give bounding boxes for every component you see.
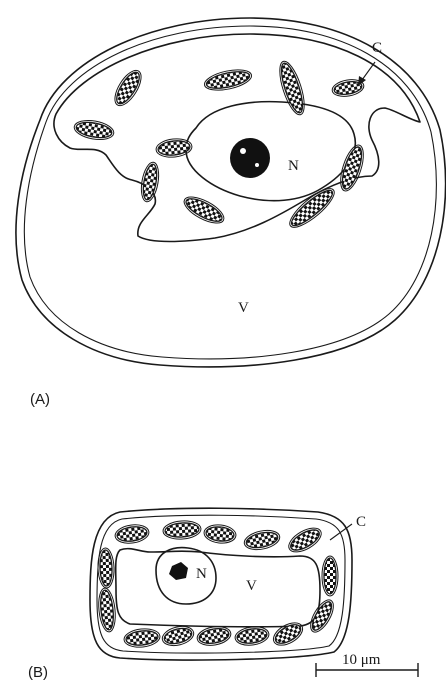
label-vacuole-b: V <box>246 578 257 594</box>
chloroplast <box>270 618 307 650</box>
chloroplast <box>97 587 118 632</box>
chloroplast <box>110 66 146 109</box>
nucleolus <box>169 562 188 580</box>
chloroplast <box>285 523 325 557</box>
label-vacuole-a: V <box>238 300 249 316</box>
label-nucleus-b: N <box>196 566 207 582</box>
chloroplast <box>160 623 195 648</box>
chloroplast <box>180 192 227 229</box>
nucleolus <box>230 138 270 178</box>
chloroplast <box>162 520 201 541</box>
vacuole-membrane <box>116 549 320 627</box>
label-nucleus-a: N <box>288 158 299 174</box>
panel-b: C N V (B) <box>28 508 366 681</box>
label-chloroplast-b: C <box>356 514 366 530</box>
chloroplast <box>123 627 161 649</box>
chloroplast <box>139 161 162 203</box>
chloroplast <box>73 118 116 143</box>
chloroplast <box>275 59 309 118</box>
chloroplast <box>306 596 338 635</box>
panel-label-b: (B) <box>28 664 48 681</box>
scale-bar-label: 10 μm <box>342 652 381 668</box>
chloroplast <box>97 548 114 589</box>
nucleus-envelope <box>186 102 355 201</box>
label-chloroplast-a: C <box>372 40 382 56</box>
chloroplast <box>196 624 233 648</box>
chloroplast <box>336 142 368 193</box>
panel-a: C N V (A) <box>16 18 446 408</box>
chloroplast <box>234 625 270 648</box>
chloroplast <box>114 523 150 546</box>
scale-bar: 10 μm <box>316 652 418 677</box>
chloroplast <box>243 527 282 552</box>
chloroplast <box>322 556 338 596</box>
chloroplast <box>203 66 254 94</box>
panel-label-a: (A) <box>30 391 50 408</box>
chloroplast <box>203 523 237 544</box>
pointer-line <box>362 62 375 80</box>
